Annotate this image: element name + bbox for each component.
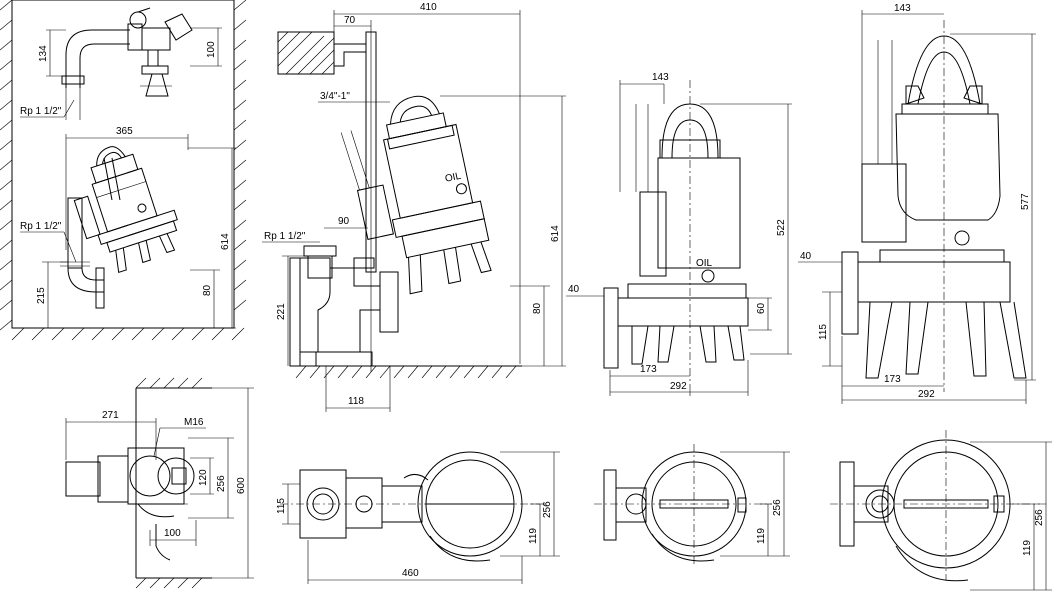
plan-hatch-bottom: [135, 577, 203, 589]
dim-60: 60: [756, 302, 767, 314]
dim-614-left: 614: [220, 233, 231, 250]
label-m16: M16: [184, 417, 204, 428]
dim-80-right: 80: [532, 302, 543, 314]
dim-80-left: 80: [202, 284, 213, 296]
dim-115-front: 115: [818, 324, 829, 340]
dim-143-front: 143: [894, 3, 911, 14]
pump-coupling-view: OIL: [340, 95, 492, 295]
dim-119-coupling-plan: 119: [528, 528, 539, 544]
label-rp-1-1-2-mid: Rp 1 1/2": [20, 221, 62, 232]
dim-134: 134: [38, 45, 49, 62]
dim-256-side-plan: 256: [772, 499, 783, 516]
panel-pump-front: 143 577 40 115 173 292: [798, 3, 1036, 404]
dim-118: 118: [348, 396, 364, 407]
dim-40-side: 40: [568, 284, 580, 295]
dim-70: 70: [344, 15, 356, 26]
wall-hatch-left: [0, 0, 13, 331]
dim-100-top: 100: [206, 41, 217, 58]
dim-100-plan: 100: [164, 528, 181, 539]
panel-pump-side-flange: OIL 143 522 40 60 173 292: [566, 72, 792, 396]
dim-292-front: 292: [918, 389, 935, 400]
dim-460: 460: [402, 568, 419, 579]
oil-label-coupling: OIL: [444, 171, 462, 185]
dim-119-front-plan: 119: [1022, 540, 1033, 556]
label-rp-1-1-2-coupling: Rp 1 1/2": [264, 231, 306, 242]
dim-577: 577: [1020, 193, 1031, 210]
dim-256-coupling-plan: 256: [542, 501, 553, 518]
dim-522: 522: [776, 219, 787, 236]
pipe-left: [60, 197, 105, 309]
dim-410: 410: [420, 2, 437, 13]
auto-coupling-base: [289, 245, 399, 367]
dim-120-plan: 120: [198, 469, 209, 486]
wall-hatch-bottom: [11, 327, 245, 341]
plan-hatch-top: [135, 377, 203, 389]
dim-221: 221: [276, 303, 287, 320]
dim-173-side: 173: [640, 364, 657, 375]
dim-256-front-plan: 256: [1034, 509, 1045, 526]
panel-wall-installation: 134 100 Rp 1 1/2" 365: [0, 0, 247, 341]
label-rp-1-1-2-top: Rp 1 1/2": [20, 106, 62, 117]
dim-365: 365: [116, 126, 133, 137]
panel-wall-plan: 271 M16 120 256 600 100: [65, 377, 254, 589]
dim-215: 215: [36, 287, 47, 304]
dim-271: 271: [102, 410, 119, 421]
panel-pump-plan-flange: 256 119: [594, 444, 790, 566]
dim-600: 600: [236, 477, 247, 494]
oil-label-side: OIL: [696, 258, 713, 269]
top-wall-hatch: [277, 31, 335, 75]
dim-256-plan: 256: [216, 475, 227, 492]
wall-hatch-right: [233, 0, 247, 311]
pump-wall-view: [73, 146, 178, 274]
panel-auto-coupling-plan: 115 256 119 460: [276, 451, 560, 584]
dim-143-side: 143: [652, 72, 669, 83]
dim-173-front: 173: [884, 374, 901, 385]
dim-119-side-plan: 119: [756, 528, 767, 544]
label-3-4-1: 3/4"-1": [320, 91, 350, 102]
dim-40-front: 40: [800, 251, 812, 262]
panel-auto-coupling-side: 70 410 3/4"-1" OIL: [262, 2, 566, 412]
dim-90: 90: [338, 216, 350, 227]
top-pipe-bend: [61, 7, 193, 120]
dim-292-side: 292: [670, 381, 687, 392]
panel-pump-plan-large: 256 119: [830, 430, 1052, 591]
floor-hatch: [295, 365, 517, 379]
dim-115-plan: 115: [276, 498, 287, 514]
dim-614-right: 614: [550, 225, 561, 242]
